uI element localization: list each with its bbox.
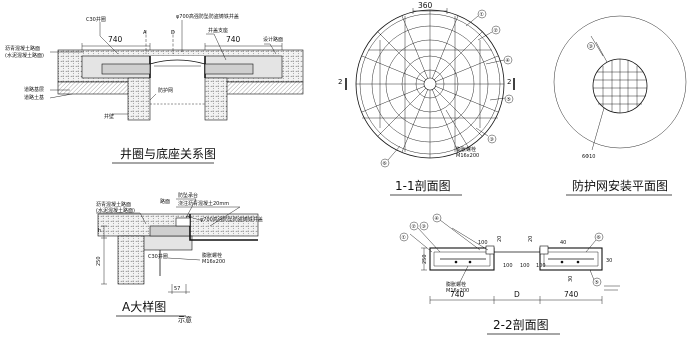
dim-2-2-30a: 30 bbox=[606, 258, 612, 264]
section-mark-left: 2 bbox=[338, 78, 342, 86]
subtitle-schematic: 示意 bbox=[178, 315, 192, 324]
detail-label-cement: (水泥混凝土路面) bbox=[96, 207, 135, 214]
callout-2: ② bbox=[494, 28, 499, 34]
section-mark-right: 2 bbox=[507, 78, 511, 86]
ring-base-relation-drawing: C30井圈 φ700高强防坠防盗铸铁井盖 井盖支座 沥青混凝土路面 (水泥混凝土… bbox=[5, 13, 304, 164]
callout-2-2-3: ③ bbox=[422, 224, 426, 230]
section-2-2-drawing: 740 D 740 100 20 100 100 20 40 100 30 30… bbox=[399, 213, 620, 335]
callouts-1-1: ① ② ④ ⑤ ③ ⑥ bbox=[380, 9, 514, 168]
dim-left-740: 740 bbox=[108, 35, 123, 44]
dim-2-2-d: D bbox=[514, 290, 520, 299]
label-guard-net: 防护网 bbox=[158, 87, 173, 94]
detail-label-platform: 防坠承台 bbox=[178, 192, 198, 199]
manhole-cover-arc bbox=[149, 59, 206, 65]
section-1-1-drawing: 360 2 2 ① ② ④ ⑤ ③ ⑥ 膨胀螺栓 M16x200 1-1剖面图 bbox=[338, 1, 515, 196]
detail-label-cast-iron-cover: φ700高强防坠防盗铸铁井盖 bbox=[200, 216, 263, 223]
callout-4: ④ bbox=[506, 58, 511, 64]
detail-label-bolt-spec: M16x200 bbox=[202, 259, 225, 265]
bolt-spec-2-2: M16x200 bbox=[446, 288, 469, 294]
dim-right-740: 740 bbox=[226, 35, 241, 44]
dim-h: h bbox=[98, 228, 101, 234]
guard-net-plan-drawing: ③ 6Φ10 防护网安装平面图 bbox=[553, 15, 687, 196]
detail-seat bbox=[149, 225, 191, 237]
mark-d: D bbox=[171, 30, 175, 36]
callout-3-plan: ③ bbox=[589, 44, 593, 50]
detail-label-c30-ring: C30井圈 bbox=[148, 253, 168, 260]
bar-label-6phi10: 6Φ10 bbox=[582, 154, 595, 160]
bolt-label-1-1: 膨胀螺栓 bbox=[456, 146, 476, 153]
dim-2-2-100b: 100 bbox=[503, 263, 513, 269]
callout-2-2-1: ① bbox=[402, 235, 407, 241]
dim-2-2-100c: 100 bbox=[520, 263, 530, 269]
title-section-1-1: 1-1剖面图 bbox=[395, 179, 451, 193]
callout-2-2-5: ⑤ bbox=[595, 280, 599, 286]
grid-bars bbox=[362, 16, 498, 152]
callout-6: ⑥ bbox=[383, 161, 388, 167]
callouts-2-2: ① ② ④ ③ ⑥ ⑤ bbox=[399, 213, 604, 287]
label-cover-seat: 井盖支座 bbox=[208, 27, 228, 34]
detail-label-bolt: 膨胀螺栓 bbox=[202, 252, 222, 259]
shaft-wall-left bbox=[127, 77, 151, 121]
callout-1: ① bbox=[480, 12, 485, 18]
dim-2-2-100a: 100 bbox=[478, 240, 488, 246]
detail-label-pour-asphalt: 浇注沥青混凝土20mm bbox=[178, 200, 229, 207]
detail-wall bbox=[117, 235, 145, 285]
detail-label-road: 路面 bbox=[160, 198, 170, 205]
mark-a: A bbox=[143, 30, 147, 36]
dim-2-2-20b: 20 bbox=[528, 236, 534, 242]
shaft-wall-right bbox=[204, 77, 228, 121]
detail-a-drawing: h 250 57 沥青混凝土路面 (水泥混凝土路面) 防坠承台 路面 浇注沥青混… bbox=[96, 192, 263, 324]
bolt-spec-1-1: M16x200 bbox=[456, 153, 479, 159]
callout-2-2-4: ④ bbox=[435, 216, 440, 222]
label-asphalt-road: 沥青混凝土路面 bbox=[5, 45, 40, 52]
title-guard-net-plan: 防护网安装平面图 bbox=[572, 178, 668, 193]
label-road-subgrade: 道路土基 bbox=[24, 94, 44, 101]
callout-3: ③ bbox=[490, 137, 494, 143]
dim-2-2-right-740: 740 bbox=[564, 290, 579, 299]
title-detail-a: A大样图 bbox=[122, 299, 166, 314]
title-ring-base-relation: 井圈与底座关系图 bbox=[120, 146, 216, 161]
label-cement-road: (水泥混凝土路面) bbox=[5, 52, 44, 59]
callout-2-2-6: ⑥ bbox=[597, 235, 602, 241]
dim-2-2-left-740: 740 bbox=[450, 290, 465, 299]
bolt-label-2-2: 膨胀螺栓 bbox=[446, 281, 466, 288]
dim-360: 360 bbox=[418, 1, 433, 10]
dim-2-2-20a: 20 bbox=[497, 236, 503, 242]
label-cast-iron-cover: φ700高强防坠防盗铸铁井盖 bbox=[176, 13, 239, 20]
dim-2-2-40: 40 bbox=[560, 240, 566, 246]
title-section-2-2: 2-2剖面图 bbox=[493, 318, 549, 332]
label-design-road: 设计路面 bbox=[263, 36, 283, 43]
guard-net-mesh bbox=[593, 59, 647, 113]
label-c30-ring: C30井圈 bbox=[86, 16, 106, 23]
cover-seat-left bbox=[101, 63, 151, 75]
callout-2-2-2: ② bbox=[412, 224, 417, 230]
dim-57: 57 bbox=[174, 286, 180, 292]
label-road-base: 道路基层 bbox=[24, 86, 44, 93]
dim-2-2-100d: 100 bbox=[536, 263, 546, 269]
cover-seat-right bbox=[204, 63, 254, 75]
dim-2-2-250: 250 bbox=[422, 254, 428, 264]
label-shaft-wall: 井壁 bbox=[104, 113, 114, 120]
dim-250: 250 bbox=[96, 256, 102, 266]
callout-5: ⑤ bbox=[507, 97, 511, 103]
dim-2-2-30b: 30 bbox=[568, 276, 574, 282]
detail-label-asphalt: 沥青混凝土路面 bbox=[96, 201, 131, 208]
